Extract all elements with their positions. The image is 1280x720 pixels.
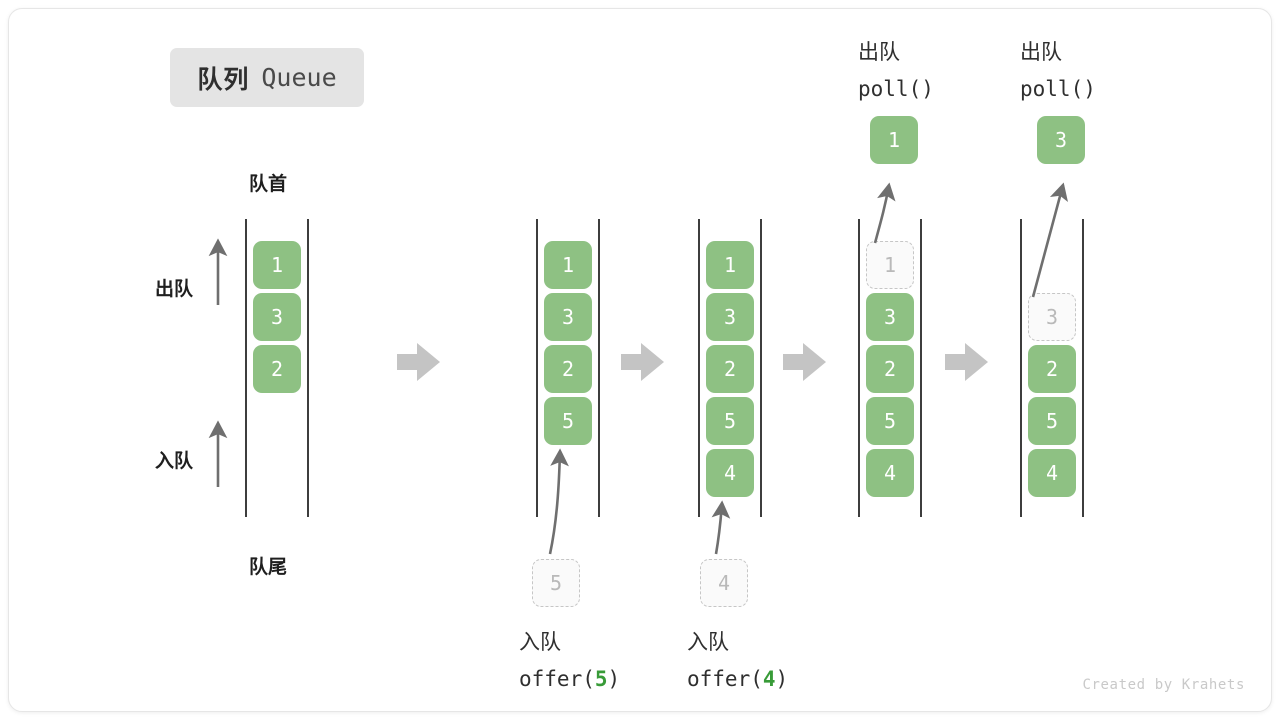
- queue-cell: 4: [1028, 449, 1076, 497]
- queue-panel-poll-1: 1 3 2 5 4: [858, 219, 922, 517]
- queue-cell-removed: 1: [866, 241, 914, 289]
- queue-cell: 5: [544, 397, 592, 445]
- incoming-element-5: 5: [532, 559, 580, 607]
- transition-arrow: [783, 343, 826, 381]
- caption-offer-5-cn: 入队: [519, 631, 561, 654]
- diagram-card: 队列 Queue 队首 出队 入队 队尾 1 3 2 1 3 2 5 5 入队 …: [8, 8, 1272, 712]
- rail-left: [245, 219, 247, 517]
- transition-arrow: [621, 343, 664, 381]
- caption-offer-5: 入队 offer(5): [519, 624, 620, 697]
- caption-poll-1-code: poll(): [858, 77, 934, 101]
- transition-arrow: [397, 343, 440, 381]
- rail-left: [1020, 219, 1022, 517]
- queue-cell: 2: [1028, 345, 1076, 393]
- queue-cell: 1: [706, 241, 754, 289]
- label-queue-front: 队首: [249, 174, 288, 195]
- queue-cell: 2: [544, 345, 592, 393]
- title-english: Queue: [261, 63, 337, 92]
- queue-panel-poll-3: 3 2 5 4: [1020, 219, 1084, 517]
- caption-offer-4-cn: 入队: [687, 631, 729, 654]
- rail-left: [698, 219, 700, 517]
- label-dequeue: 出队: [155, 279, 194, 300]
- popped-element-3: 3: [1037, 116, 1085, 164]
- caption-poll-3: 出队 poll(): [1020, 34, 1096, 107]
- queue-cell: 5: [706, 397, 754, 445]
- rail-right: [1082, 219, 1084, 517]
- rail-left: [858, 219, 860, 517]
- queue-panel-initial: 1 3 2: [245, 219, 309, 517]
- queue-cell: 2: [706, 345, 754, 393]
- diagram-title-badge: 队列 Queue: [170, 48, 364, 107]
- caption-poll-3-code: poll(): [1020, 77, 1096, 101]
- queue-cell: 4: [866, 449, 914, 497]
- caption-poll-3-cn: 出队: [1020, 41, 1062, 64]
- queue-cell: 2: [253, 345, 301, 393]
- queue-cell: 3: [706, 293, 754, 341]
- rail-right: [920, 219, 922, 517]
- rail-right: [598, 219, 600, 517]
- caption-offer-4: 入队 offer(4): [687, 624, 788, 697]
- popped-element-1: 1: [870, 116, 918, 164]
- queue-panel-offer-5: 1 3 2 5: [536, 219, 600, 517]
- incoming-element-4: 4: [700, 559, 748, 607]
- rail-right: [760, 219, 762, 517]
- rail-left: [536, 219, 538, 517]
- title-chinese: 队列: [197, 65, 250, 94]
- queue-cell: 1: [253, 241, 301, 289]
- label-queue-rear: 队尾: [249, 557, 288, 578]
- caption-poll-1: 出队 poll(): [858, 34, 934, 107]
- queue-cell-removed: 3: [1028, 293, 1076, 341]
- label-enqueue: 入队: [155, 451, 194, 472]
- watermark: Created by Krahets: [1082, 677, 1245, 693]
- queue-cell: 1: [544, 241, 592, 289]
- queue-cell: 5: [1028, 397, 1076, 445]
- caption-poll-1-cn: 出队: [858, 41, 900, 64]
- caption-offer-5-code: offer(5): [519, 667, 621, 691]
- queue-cell: 3: [253, 293, 301, 341]
- queue-cell: 5: [866, 397, 914, 445]
- queue-cell: 3: [544, 293, 592, 341]
- caption-offer-4-code: offer(4): [687, 667, 789, 691]
- queue-cell: 3: [866, 293, 914, 341]
- transition-arrow: [945, 343, 988, 381]
- queue-panel-offer-4: 1 3 2 5 4: [698, 219, 762, 517]
- queue-cell: 2: [866, 345, 914, 393]
- rail-right: [307, 219, 309, 517]
- queue-cell: 4: [706, 449, 754, 497]
